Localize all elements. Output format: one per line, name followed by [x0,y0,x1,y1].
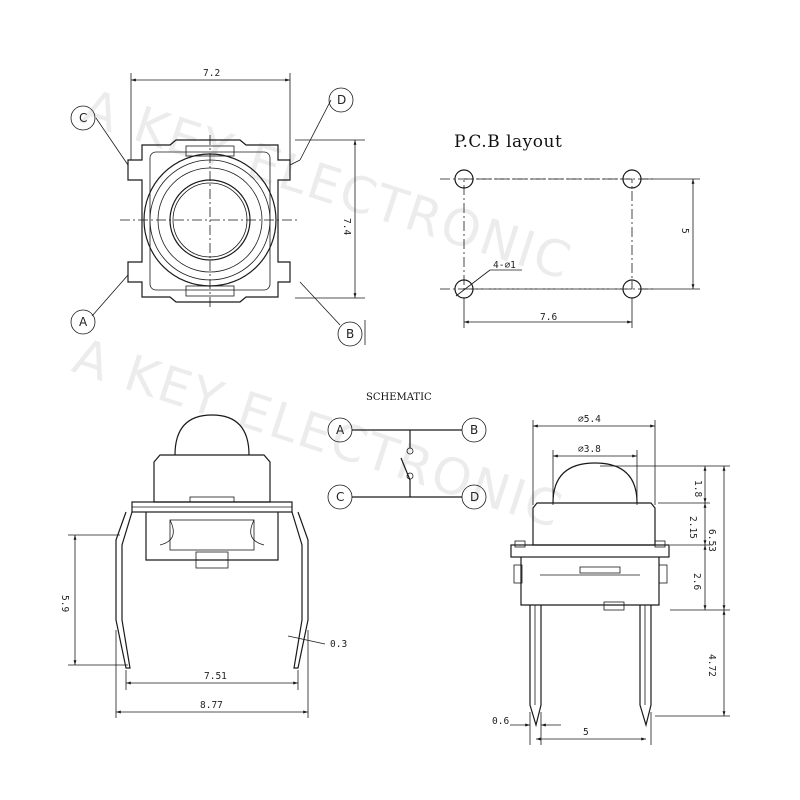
schematic-pin-d-circle [461,484,487,510]
side-inner-width-dim: 7.51 [204,671,227,682]
side-outer-width-dim: 8.77 [200,700,223,711]
schematic-pin-b-label: B [470,423,478,437]
front-dim-6-53: 6.53 [706,529,717,552]
front-dim-1-8: 1.8 [692,480,703,497]
schematic-pin-d-label: D [470,490,479,504]
schematic-pin-c-circle [327,484,353,510]
schematic-pin-a-label: A [336,423,345,437]
front-outer-dia: ⌀5.4 [578,414,601,425]
top-view: 7.2 7.4 C D A B [70,68,366,347]
side-lead-dim: 0.3 [330,639,347,650]
schematic-pin-b-circle [461,417,487,443]
pin-b-top-circle [337,321,363,347]
schematic: SCHEMATIC A B C D [327,392,487,510]
pcb-hole-label: 4-⌀1 [493,260,516,271]
pin-d-top-label: D [337,93,346,107]
pin-c-top-label: C [79,111,87,125]
pcb-height-dim: 5 [679,228,690,234]
pin-a-top-circle [70,309,96,335]
schematic-pin-c-label: C [336,490,344,504]
top-height-dim: 7.4 [341,218,352,235]
front-inner-dia: ⌀3.8 [578,444,601,455]
top-width-dim: 7.2 [203,68,220,79]
pcb-layout-title: P.C.B layout [454,132,562,152]
schematic-pin-a-circle [327,417,353,443]
pin-b-top-label: B [346,327,354,341]
pcb-layout: P.C.B layout 4-⌀1 5 7.6 [440,132,700,328]
side-height-dim: 5.9 [59,595,70,612]
front-dim-0-6: 0.6 [492,716,509,727]
front-dim-2-15: 2.15 [687,516,698,539]
watermark-bottom: A KEY ELECTRONIC [66,327,570,540]
front-dim-4-72: 4.72 [706,654,717,677]
front-dim-5: 5 [583,727,589,738]
pin-c-top-circle [70,105,96,131]
front-view: ⌀5.4 ⌀3.8 1.8 2.15 2.6 6.53 4.72 0.6 5 [492,414,730,745]
schematic-title: SCHEMATIC [366,392,432,403]
pin-a-top-label: A [79,315,88,329]
pin-d-top-circle [328,87,354,113]
pcb-hole-top-left [454,169,474,189]
pcb-width-dim: 7.6 [540,312,557,323]
front-dim-2-6: 2.6 [691,573,702,590]
side-view: 5.9 0.3 7.51 8.77 [59,414,347,718]
